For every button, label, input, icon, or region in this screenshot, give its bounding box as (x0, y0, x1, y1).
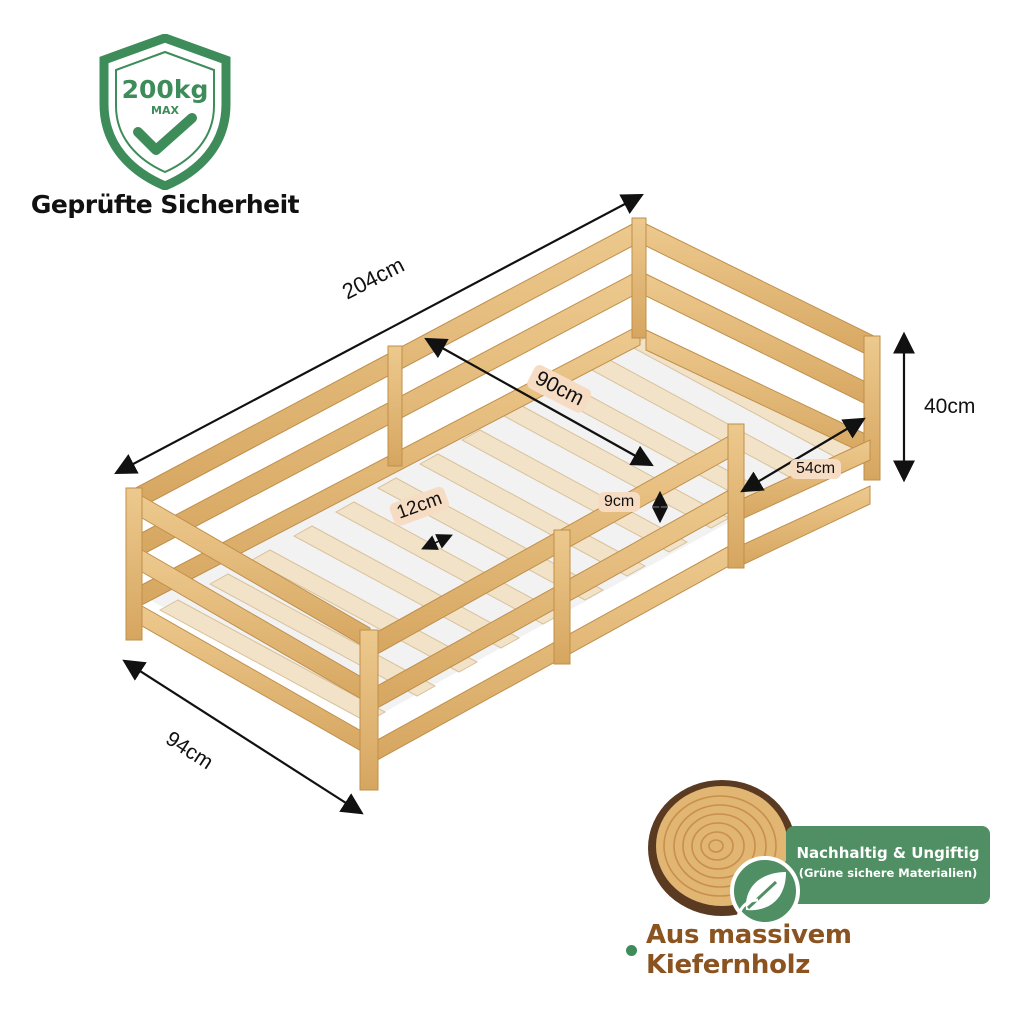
material-row: Aus massivem Kiefernholz (626, 920, 1024, 980)
info-line-1: Nachhaltig & Ungiftig (796, 844, 980, 862)
info-panel: Nachhaltig & Ungiftig (Grüne sichere Mat… (786, 826, 990, 904)
badge-capacity: 200kg (122, 75, 209, 104)
badge-title: Geprüfte Sicherheit (30, 190, 300, 219)
shield-check-icon: 200kg MAX (99, 34, 231, 190)
bullet-dot-icon (626, 944, 637, 956)
material-text: Aus massivem Kiefernholz (645, 920, 852, 980)
dimension-opening: 54cm (790, 459, 842, 479)
dimension-rail-gap: 9cm (598, 492, 641, 512)
info-line-2: (Grüne sichere Materialien) (798, 866, 978, 880)
dimension-height: 40cm (924, 395, 976, 418)
badge-capacity-sub: MAX (151, 104, 179, 117)
leaf-icon (730, 856, 800, 926)
dimension-arrows (114, 193, 915, 815)
